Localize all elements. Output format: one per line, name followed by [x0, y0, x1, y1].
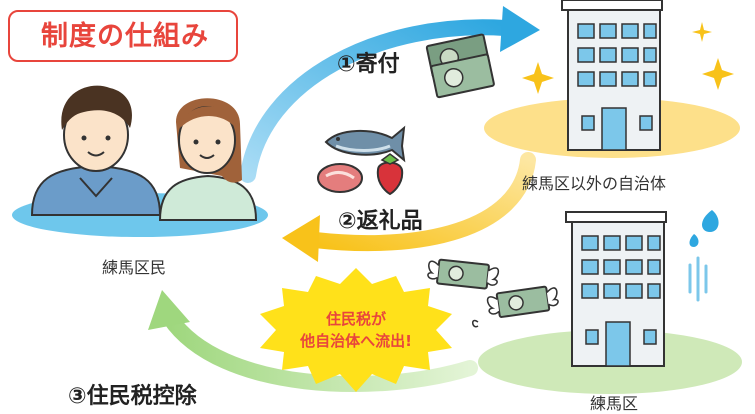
step-deduction-label: ③住民税控除	[68, 384, 197, 409]
distress-icons	[688, 210, 719, 302]
residents-label: 練馬区民	[102, 258, 167, 277]
sparkle-icons	[522, 22, 734, 94]
deduction-arrow	[148, 290, 478, 393]
callout-burst	[260, 268, 452, 392]
callout-line-2: 他自治体へ流出!	[300, 332, 412, 350]
residents-illustration	[30, 85, 258, 221]
title-box: 制度の仕組み	[8, 10, 238, 62]
flying-money-icon	[427, 258, 559, 328]
step-gifts-label: ②返礼品	[338, 209, 423, 234]
other-municipality-building	[561, 0, 663, 151]
money-icon	[425, 33, 495, 99]
gifts-arrow	[282, 152, 536, 262]
nerima-building	[565, 211, 667, 367]
callout-text: 住民税が 他自治体へ流出!	[261, 308, 451, 352]
other-municipality-label: 練馬区以外の自治体	[522, 174, 667, 193]
nerima-label: 練馬区	[590, 394, 639, 413]
step-donation-label: ①寄付	[337, 52, 400, 77]
page-title: 制度の仕組み	[41, 21, 209, 52]
callout-line-1: 住民税が	[325, 310, 386, 328]
donation-arrow	[240, 6, 540, 183]
gift-items-icon	[317, 125, 406, 196]
